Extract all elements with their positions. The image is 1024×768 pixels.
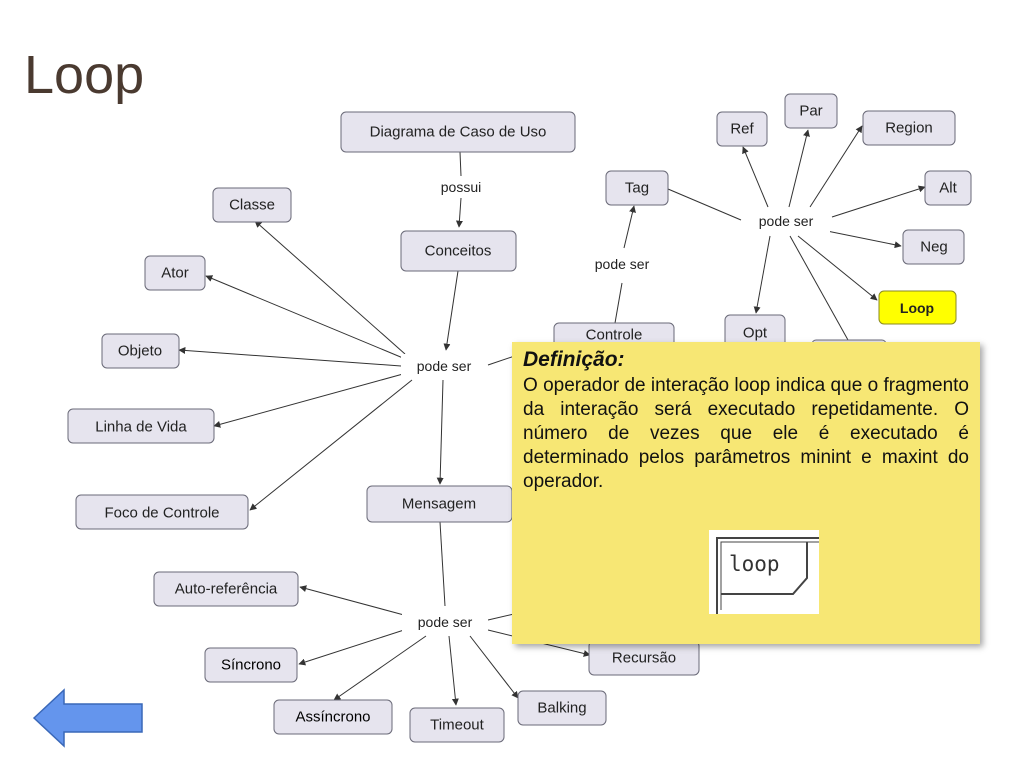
link-label-pode-ser-tag: pode ser [595,256,650,272]
loop-frame-label: loop [729,552,780,576]
svg-text:Controle: Controle [586,327,643,344]
svg-text:Ref: Ref [730,121,754,138]
edge-podeser-autoref [299,585,405,616]
link-label-pode-ser-operators: pode ser [759,213,814,229]
node-par[interactable]: Par [784,93,838,129]
edge-possui-conceitos [455,197,463,228]
edge-op-hidden [789,235,849,341]
edge-podeser-balking [469,635,519,699]
link-label-pode-ser-main: pode ser [417,358,472,374]
edge-controle-podeser-tag [614,282,623,324]
node-conceitos[interactable]: Conceitos [400,230,517,272]
edge-podeser-classe [254,220,406,355]
svg-text:Opt: Opt [743,325,768,342]
edge-podeser-linha [213,373,404,428]
node-timeout[interactable]: Timeout [409,707,505,743]
svg-text:Foco de Controle: Foco de Controle [104,505,219,522]
node-balking[interactable]: Balking [517,690,607,726]
left-arrow-icon [32,688,143,748]
node-auto-referencia[interactable]: Auto-referência [153,571,299,607]
svg-text:Tag: Tag [625,180,649,197]
node-loop[interactable]: Loop [878,290,957,325]
svg-text:Linha de Vida: Linha de Vida [95,419,187,436]
svg-text:Assíncrono: Assíncrono [295,709,370,726]
edge-podeser-hidden [487,613,515,621]
edge-podeser-assincrono [333,635,427,701]
svg-text:Mensagem: Mensagem [402,496,476,513]
edge-podeser-mensagem [436,379,444,485]
svg-text:Recursão: Recursão [612,650,676,667]
definition-text: O operador de interação loop indica que … [523,375,969,492]
node-tag[interactable]: Tag [605,170,669,206]
edge-podeser-objeto [178,346,402,367]
svg-text:Ator: Ator [161,265,189,282]
edge-podeser-tag [623,205,636,249]
node-sincrono[interactable]: Síncrono [204,647,298,683]
edge-podeser-ator [205,275,404,359]
edge-podeser-foco [249,379,413,511]
svg-text:Auto-referência: Auto-referência [175,581,278,598]
node-ref[interactable]: Ref [716,111,768,147]
link-label-pode-ser-mensagem: pode ser [418,614,473,630]
node-ator[interactable]: Ator [144,255,206,291]
svg-text:Alt: Alt [939,180,957,197]
definition-callout: Definição: O operador de interação loop … [512,342,980,644]
edge-conceitos-podeser [443,270,459,351]
edge-op-alt [831,185,926,218]
svg-text:Neg: Neg [920,239,948,256]
edge-op-neg [821,229,902,249]
edge-tag-podeser [667,188,742,221]
svg-text:Par: Par [799,103,822,120]
link-labels: possui pode ser pode ser pode ser pode s… [401,176,830,634]
definition-heading: Definição: [523,348,625,371]
back-arrow-button[interactable] [32,688,146,748]
svg-text:Diagrama de Caso de Uso: Diagrama de Caso de Uso [370,124,547,141]
svg-text:Síncrono: Síncrono [221,657,281,674]
edge-podeser-sincrono [298,629,405,666]
node-recursao[interactable]: Recursão [588,640,700,676]
slide-title: Loop [24,45,145,105]
node-foco-de-controle[interactable]: Foco de Controle [75,494,249,530]
node-classe[interactable]: Classe [212,187,292,223]
node-neg[interactable]: Neg [902,229,965,265]
node-region[interactable]: Region [862,110,956,146]
node-linha-de-vida[interactable]: Linha de Vida [67,408,215,444]
svg-text:Classe: Classe [229,197,275,214]
link-label-possui: possui [441,179,481,195]
svg-text:Region: Region [885,120,933,137]
svg-text:Objeto: Objeto [118,343,162,360]
edge-op-par [788,129,810,208]
edge-podeser-timeout [448,635,459,706]
edge-op-ref [742,146,769,208]
node-mensagem[interactable]: Mensagem [366,485,513,523]
node-assincrono[interactable]: Assíncrono [273,699,393,735]
node-objeto[interactable]: Objeto [101,333,180,369]
svg-text:Balking: Balking [537,700,586,717]
edge-caso-uso-possui [459,151,462,177]
edge-mensagem-podeser [439,521,446,607]
node-diagrama-caso-uso[interactable]: Diagrama de Caso de Uso [340,111,576,153]
edge-op-loop [797,235,878,301]
svg-text:Timeout: Timeout [430,717,484,734]
edge-op-opt [753,235,771,314]
loop-frame-example-image: loop [709,530,819,614]
edge-op-region [809,125,863,208]
svg-text:Conceitos: Conceitos [425,243,492,260]
svg-text:Loop: Loop [900,300,934,316]
node-alt[interactable]: Alt [924,170,972,206]
